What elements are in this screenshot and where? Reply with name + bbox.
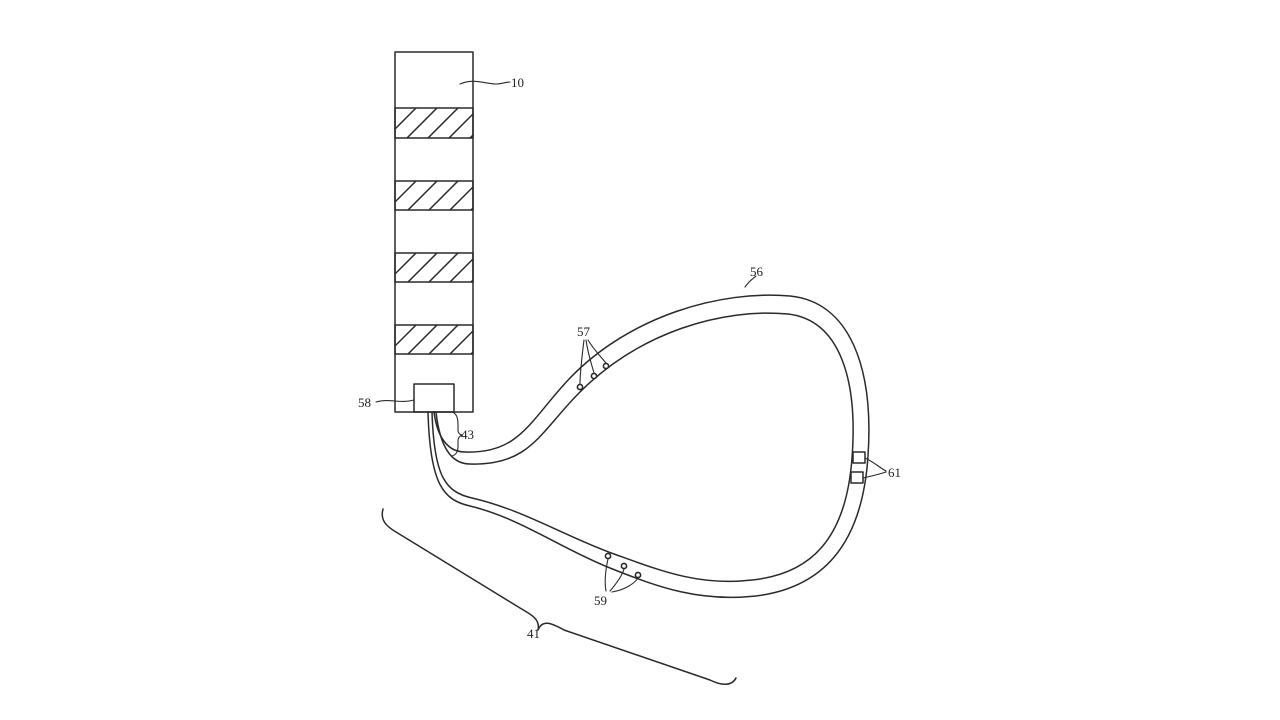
- lower-sensors: [604, 552, 642, 593]
- hatch-line: [470, 278, 473, 282]
- hatched-stripe-3: [394, 252, 521, 283]
- hatch-line: [449, 257, 473, 282]
- hatch-line: [449, 185, 473, 210]
- label-10: 10: [511, 75, 524, 90]
- lower-sensor-dot: [620, 562, 628, 570]
- leader-59-b: [609, 568, 625, 592]
- label-41: 41: [527, 626, 540, 641]
- hatch-line: [492, 325, 521, 354]
- label-56: 56: [750, 264, 764, 279]
- hatch-line: [491, 108, 521, 138]
- upper-sensor-dot: [602, 362, 610, 370]
- hatch-line: [395, 325, 396, 327]
- label-58: 58: [358, 395, 371, 410]
- leader-59-c: [611, 577, 639, 593]
- hatch-line: [428, 181, 459, 210]
- hatch-line: [406, 108, 438, 138]
- watch-body-outline: [394, 51, 474, 413]
- hatch-line: [470, 350, 473, 354]
- hatch-line: [395, 253, 396, 255]
- hatch-line: [407, 181, 438, 210]
- brace-41: [381, 508, 737, 685]
- side-element-1: [852, 451, 866, 464]
- band: [427, 294, 870, 599]
- label-59: 59: [594, 593, 607, 608]
- bracket-43: [451, 411, 464, 457]
- band-inner-edge: [431, 312, 854, 583]
- leader-58: [375, 399, 415, 403]
- leader-59-a: [604, 558, 609, 592]
- hatched-stripe-2: [394, 180, 521, 211]
- label-43: 43: [461, 427, 474, 442]
- watch-body: [394, 51, 521, 413]
- label-61: 61: [888, 465, 901, 480]
- hatch-line: [395, 181, 417, 204]
- lower-sensor-dot: [604, 552, 612, 560]
- hatch-line: [427, 108, 459, 138]
- hatch-line: [395, 181, 396, 183]
- hatch-line: [492, 253, 521, 282]
- hatch-line: [395, 325, 417, 348]
- hatched-stripe-1: [394, 107, 521, 139]
- leader-56: [744, 275, 757, 288]
- label-57: 57: [577, 324, 591, 339]
- hatch-line: [469, 133, 473, 138]
- hatch-line: [449, 329, 473, 354]
- hatch-line: [407, 325, 438, 354]
- upper-sensors: [576, 339, 610, 391]
- upper-sensor-dot: [590, 372, 598, 380]
- leader-57-a: [579, 339, 585, 385]
- leader-57-c: [587, 339, 607, 364]
- hatch-line: [407, 253, 438, 282]
- hatch-line: [395, 253, 417, 276]
- leader-10: [459, 80, 511, 85]
- hatched-stripe-4: [394, 324, 521, 355]
- hatch-line: [470, 206, 473, 210]
- module-box: [413, 383, 455, 413]
- hatch-line: [492, 181, 521, 210]
- leader-61-b: [862, 471, 887, 479]
- hatch-line: [448, 112, 473, 138]
- hatch-line: [428, 253, 459, 282]
- leader-61-a: [864, 457, 887, 472]
- band-outer-edge: [427, 294, 870, 599]
- hatch-line: [395, 108, 396, 110]
- side-element-2: [850, 471, 864, 484]
- hatch-line: [428, 325, 459, 354]
- upper-sensor-dot: [576, 383, 584, 391]
- leader-57-b: [585, 339, 595, 374]
- lower-sensor-dot: [634, 571, 642, 579]
- hatch-line: [395, 108, 417, 131]
